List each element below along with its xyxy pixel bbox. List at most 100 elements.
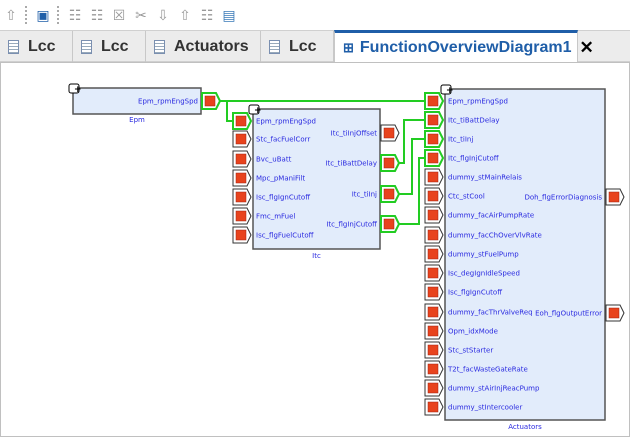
expand-icon[interactable]	[248, 104, 260, 115]
close-icon[interactable]: ✕	[579, 37, 594, 57]
port-Epm_rpmEngSpd[interactable]	[232, 112, 253, 130]
input-label: dummy_stIntercooler	[448, 404, 522, 412]
tab-lcc-2[interactable]: Lcc	[73, 31, 146, 62]
port-Itc_tiBattDelay[interactable]	[380, 154, 401, 172]
input-label: Stc_facFuelCorr	[256, 136, 310, 144]
port-square-icon	[427, 267, 439, 279]
input-label: Mpc_pManiFilt	[256, 175, 305, 183]
refresh-port-icon[interactable]: ☷	[200, 6, 214, 23]
block-name: Epm	[129, 116, 145, 124]
port-dummy_facChOverVlvRate[interactable]	[424, 226, 444, 244]
input-label: Opm_idxMode	[448, 328, 498, 336]
tab-lcc-3[interactable]: Lcc	[261, 31, 334, 62]
port-T2t_facWasteGateRate[interactable]	[424, 360, 444, 378]
port-Ctc_stCool[interactable]	[424, 187, 444, 205]
port-Isc_flgIgnCutoff[interactable]	[424, 283, 444, 301]
image-export-icon[interactable]: ▤	[222, 6, 236, 23]
port-Eoh_flgOutputError[interactable]	[605, 304, 625, 322]
plus-icon: +	[254, 106, 262, 116]
tab-label: Lcc	[101, 37, 129, 55]
port-Isc_flgIgnCutoff[interactable]	[232, 188, 252, 206]
input-label: dummy_stFuelPump	[448, 251, 519, 259]
diagram-icon: ⊞	[343, 39, 354, 55]
port-Itc_tiInjOffset[interactable]	[380, 124, 400, 142]
port-Stc_stStarter[interactable]	[424, 341, 444, 359]
port-square-icon	[427, 401, 439, 413]
output-label: Epm_rpmEngSpd	[138, 98, 198, 106]
block-itc[interactable]: +ItcEpm_rpmEngSpdStc_facFuelCorrBvc_uBat…	[248, 104, 381, 260]
connection-wire[interactable]	[399, 119, 425, 164]
block-name: Itc	[312, 252, 321, 260]
cut-icon[interactable]: ✂	[135, 6, 147, 23]
port-square-icon	[608, 191, 620, 203]
port-square-icon	[427, 229, 439, 241]
toolbar: ⇧ ▣ ☷ ☷ ☒ ✂ ⇩ ⇧ ☷ ▤	[0, 0, 630, 30]
port-square-icon	[235, 229, 247, 241]
move-up-icon[interactable]: ⇧	[179, 6, 191, 23]
port-square-icon	[235, 172, 247, 184]
block-actuators[interactable]: +ActuatorsEpm_rpmEngSpdItc_tiBattDelayIt…	[440, 84, 606, 431]
diagram-svg: +EpmEpm_rpmEngSpd+ItcEpm_rpmEngSpdStc_fa…	[68, 83, 625, 431]
output-label: Itc_tiBattDelay	[325, 160, 377, 168]
move-down-icon[interactable]: ⇩	[157, 6, 169, 23]
port-dummy_facAirPumpRate[interactable]	[424, 206, 444, 224]
input-label: Isc_degIgnIdleSpeed	[448, 270, 520, 278]
port-Itc_tiInj[interactable]	[424, 130, 445, 148]
port-dummy_stAirInjReacPump[interactable]	[424, 379, 444, 397]
port-dummy_facThrValveReq[interactable]	[424, 303, 444, 321]
expand-icon[interactable]	[440, 84, 452, 95]
port-Doh_flgErrorDiagnosis[interactable]	[605, 188, 625, 206]
tab-function-overview-diagram[interactable]: ⊞FunctionOverviewDiagram1✕	[334, 30, 594, 62]
port-dummy_stIntercooler[interactable]	[424, 398, 444, 416]
tab-label: Lcc	[28, 37, 56, 55]
delete-port-icon[interactable]: ☒	[112, 6, 126, 23]
input-label: Itc_flgInjCutoff	[448, 155, 499, 163]
connection-wire[interactable]	[399, 138, 425, 195]
add-port-icon[interactable]: ☷	[68, 6, 82, 23]
port-Itc_tiBattDelay[interactable]	[424, 111, 445, 129]
port-square-icon	[427, 325, 439, 337]
port-square-icon	[383, 157, 395, 169]
output-label: Doh_flgErrorDiagnosis	[524, 194, 602, 202]
port-Itc_flgInjCutoff[interactable]	[380, 215, 401, 233]
tab-lcc-1[interactable]: Lcc	[0, 31, 73, 62]
block-name: Actuators	[508, 423, 542, 431]
port-Itc_flgInjCutoff[interactable]	[424, 149, 445, 167]
port-square-icon	[608, 307, 620, 319]
port-square-icon	[235, 115, 247, 127]
port-Epm_rpmEngSpd[interactable]	[424, 92, 445, 110]
input-label: dummy_facThrValveReq	[448, 309, 533, 317]
tab-actuators[interactable]: Actuators	[146, 31, 261, 62]
block-epm[interactable]: + Epm Epm_rpmEngSpd	[68, 83, 202, 124]
port-square-icon	[427, 209, 439, 221]
document-icon	[81, 39, 92, 54]
expand-icon[interactable]	[68, 83, 80, 94]
connection-wire[interactable]	[226, 101, 233, 122]
input-label: Fmc_mFuel	[256, 213, 295, 221]
connection-wire[interactable]	[399, 157, 425, 225]
port-square-icon	[235, 153, 247, 165]
port-square-icon	[235, 191, 247, 203]
port-Isc_flgFuelCutoff[interactable]	[232, 226, 252, 244]
add-input-icon[interactable]: ☷	[90, 6, 104, 23]
port-dummy_stMainRelais[interactable]	[424, 168, 444, 186]
port-Fmc_mFuel[interactable]	[232, 207, 252, 225]
port-square-icon	[427, 190, 439, 202]
port-Isc_degIgnIdleSpeed[interactable]	[424, 264, 444, 282]
port-square-icon	[235, 210, 247, 222]
tab-label: Lcc	[289, 37, 317, 55]
port-Stc_facFuelCorr[interactable]	[232, 130, 252, 148]
port-square-icon	[427, 114, 439, 126]
plus-icon: +	[74, 85, 82, 95]
input-label: Bvc_uBatt	[256, 156, 292, 164]
port-Bvc_uBatt[interactable]	[232, 150, 252, 168]
port-Mpc_pManiFilt[interactable]	[232, 169, 252, 187]
up-arrow-icon[interactable]: ⇧	[5, 6, 17, 23]
port-Epm_rpmEngSpd[interactable]	[201, 92, 222, 110]
port-Itc_tiInj[interactable]	[380, 185, 401, 203]
port-Opm_idxMode[interactable]	[424, 322, 444, 340]
input-label: Isc_flgIgnCutoff	[448, 289, 502, 297]
port-dummy_stFuelPump[interactable]	[424, 245, 444, 263]
component-icon[interactable]: ▣	[36, 6, 50, 23]
